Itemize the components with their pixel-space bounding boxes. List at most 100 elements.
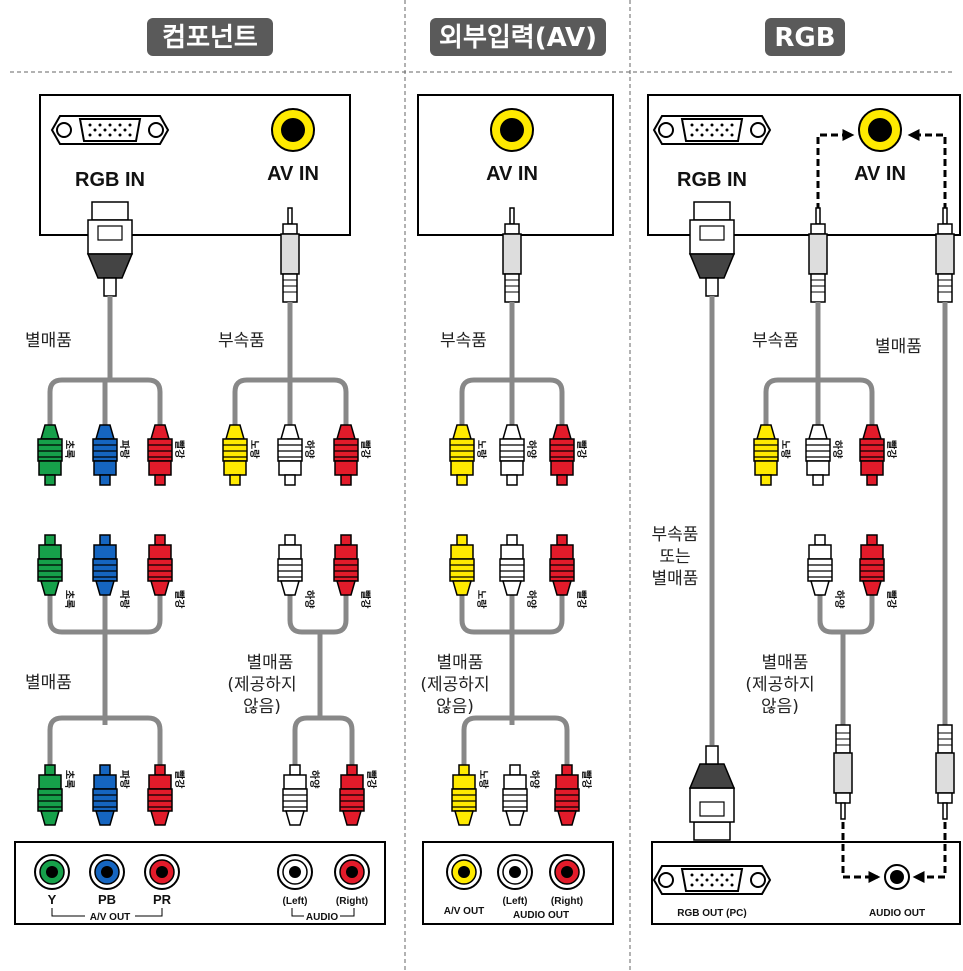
label-not-supplied-2: (제공하지 [420,675,489,695]
rgb-out-port-icon [653,865,771,895]
left-label: (Left) [283,896,308,907]
green-plug-icon [37,764,63,826]
color-label: 하양 [308,770,321,789]
color-label: 파랑 [118,590,131,609]
color-label: 하양 [525,590,538,609]
white-plug-icon [502,764,528,826]
av-in-label: AV IN [486,163,538,185]
pb-jack-icon [89,854,125,890]
white-plug-icon [499,534,525,596]
color-label: 초록 [63,590,76,608]
color-label: 하양 [833,590,846,609]
audio-out-bracket-label: AUDIO OUT [513,910,569,921]
left-jack-icon [497,854,533,890]
red-plug-icon [859,424,885,486]
label-not-supplied-2: (제공하지 [745,675,814,695]
blue-plug-icon [92,534,118,596]
vga-plug-icon [689,201,735,297]
yellow-plug-icon [753,424,779,486]
av-out-label: A/V OUT [444,906,485,917]
header-component-badge [147,18,273,56]
label-not-supplied-3: 않음) [761,697,799,717]
source-device-component [14,841,386,925]
pr-jack-icon [144,854,180,890]
audio-out-label: AUDIO OUT [869,908,925,919]
label-accessory-3: 부속품 [752,331,799,351]
label-not-supplied-1: 별매품 [762,653,809,673]
color-label: 노랑 [475,590,487,609]
green-plug-icon [37,534,63,596]
color-label: 하양 [303,590,316,609]
color-label: 노랑 [248,440,260,459]
color-label: 빨강 [359,590,372,609]
color-label: 하양 [528,770,541,789]
label-acc-or-sep-1: 부속품 [652,525,699,545]
red-plug-icon [147,764,173,826]
color-label: 하양 [831,440,844,459]
red-plug-icon [333,424,359,486]
left-label: (Left) [503,896,528,907]
white-plug-icon [805,424,831,486]
color-label: 빨강 [173,590,186,609]
red-plug-icon [554,764,580,826]
av-in-label: AV IN [267,163,319,185]
red-plug-icon [147,534,173,596]
yellow-plug-icon [222,424,248,486]
right-jack-icon [334,854,370,890]
header-rgb: RGB [774,23,835,53]
y-label: Y [48,892,57,907]
label-not-supplied-3: 않음) [243,697,281,717]
header-rgb-badge [765,18,845,56]
color-label: 초록 [63,440,76,458]
label-not-supplied-1: 별매품 [247,653,294,673]
label-separate-1: 별매품 [25,331,72,351]
mini-plug-icon [935,724,955,820]
red-plug-icon [859,534,885,596]
label-acc-or-sep-3: 별매품 [652,569,699,589]
color-label: 빨강 [575,590,588,609]
label-not-supplied-2: (제공하지 [227,675,296,695]
white-plug-icon [277,534,303,596]
vga-plug-icon [689,745,735,841]
white-plug-icon [807,534,833,596]
rgb-in-port-icon [51,115,169,145]
color-label: 노랑 [475,440,487,459]
label-accessory-1: 부속품 [218,331,265,351]
label-separate-2: 별매품 [25,673,72,693]
label-acc-or-sep-2: 또는 [659,547,690,567]
color-label: 빨강 [575,440,588,459]
color-label: 빨강 [580,770,593,789]
red-plug-icon [147,424,173,486]
color-label: 하양 [525,440,538,459]
right-label: (Right) [336,896,368,907]
right-jack-icon [549,854,585,890]
color-label: 빨강 [173,440,186,459]
white-plug-icon [499,424,525,486]
color-label: 노랑 [477,770,489,789]
mini-plug-icon [833,724,853,820]
header-component: 컴포넌트 [162,23,258,53]
blue-plug-icon [92,424,118,486]
red-plug-icon [333,534,359,596]
av-out-bracket-label: A/V OUT [90,912,131,923]
red-plug-icon [549,424,575,486]
pb-label: PB [98,892,116,907]
left-jack-icon [277,854,313,890]
rgb-in-port-icon [653,115,771,145]
yellow-plug-icon [449,534,475,596]
label-separate-3: 별매품 [875,337,922,357]
rgb-out-label: RGB OUT (PC) [677,908,746,919]
header-av-badge [430,18,606,56]
header-av: 외부입력(AV) [439,23,597,53]
color-label: 빨강 [885,440,898,459]
green-plug-icon [37,424,63,486]
label-not-supplied-1: 별매품 [437,653,484,673]
blue-plug-icon [92,764,118,826]
color-label: 빨강 [885,590,898,609]
av-out-jack-icon [446,854,482,890]
color-label: 하양 [303,440,316,459]
color-label: 빨강 [359,440,372,459]
color-label: 파랑 [118,770,131,789]
color-label: 빨강 [365,770,378,789]
